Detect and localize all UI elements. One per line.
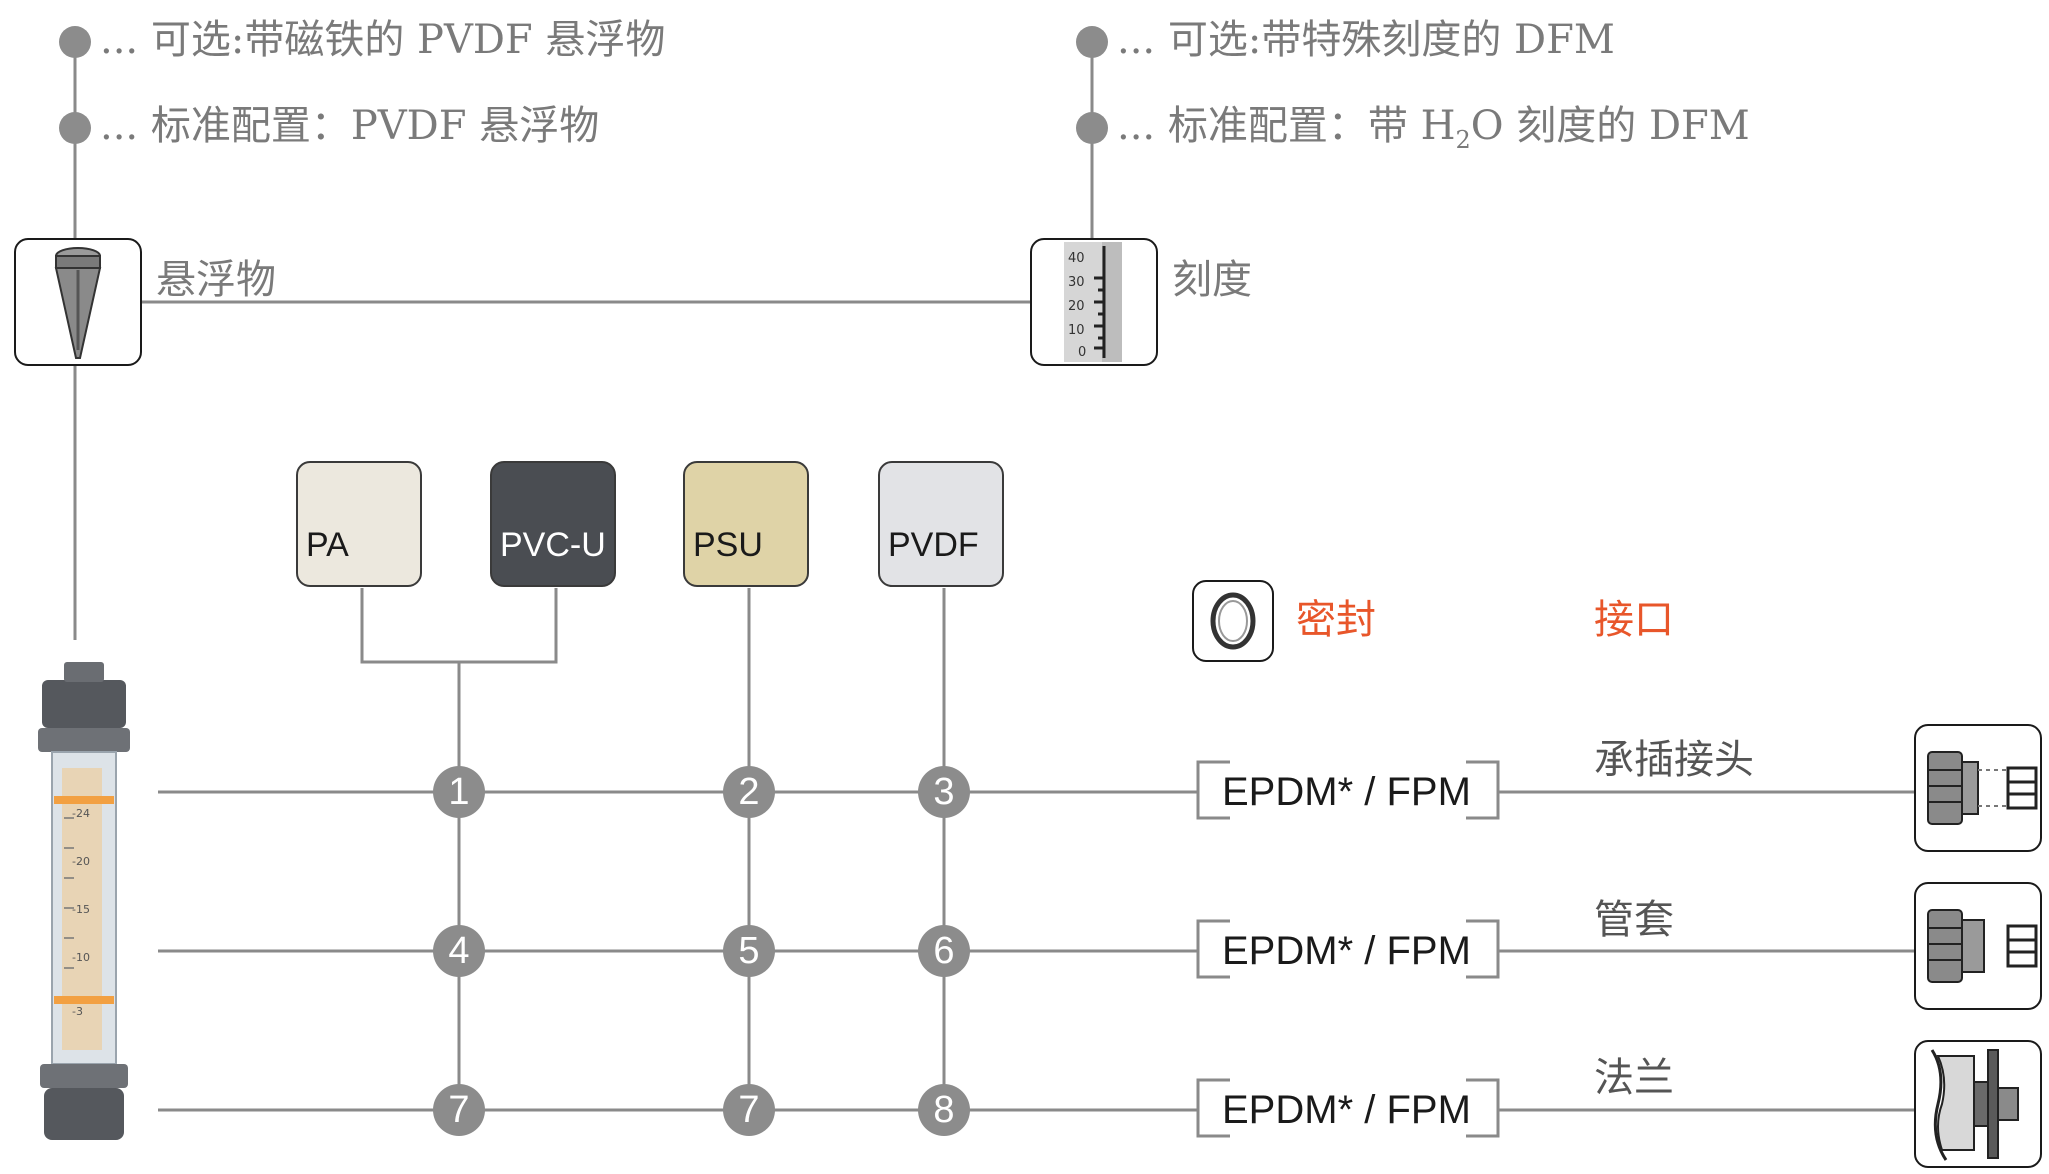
scale-tick: 30	[1068, 275, 1085, 290]
flowmeter-tick: -15	[72, 903, 90, 916]
scale-optional-text: ... 可选:带特殊刻度的 DFM	[1117, 17, 1615, 63]
variant-bubble: 5	[723, 925, 775, 977]
flowmeter-illustration	[38, 662, 130, 1140]
union-sleeve-icon	[1927, 909, 2038, 983]
option-dot	[1076, 26, 1108, 58]
solvent-socket-icon	[1927, 751, 2038, 825]
float-icon	[54, 247, 102, 359]
material-box-pvdf: PVDF	[878, 461, 1004, 587]
flowmeter-tick: -3	[72, 1005, 83, 1018]
variant-bubble: 7	[433, 1084, 485, 1136]
variant-bubble: 7	[723, 1084, 775, 1136]
option-dot	[59, 26, 91, 58]
float-standard-text: ... 标准配置：PVDF 悬浮物	[100, 103, 600, 149]
connection-label: 管套	[1594, 897, 1674, 943]
variant-bubble: 1	[433, 766, 485, 818]
option-dot	[1076, 112, 1108, 144]
material-box-psu: PSU	[683, 461, 809, 587]
connection-label: 承插接头	[1594, 737, 1754, 783]
scale-standard-text: ... 标准配置：带 H2O 刻度的 DFM	[1117, 103, 1750, 154]
scale-label: 刻度	[1172, 257, 1252, 303]
scale-tick: 0	[1078, 345, 1087, 360]
variant-bubble: 8	[918, 1084, 970, 1136]
solvent-socket-icon-box	[1914, 724, 2042, 852]
seal-icon-box	[1192, 580, 1274, 662]
flowmeter-tick: -10	[72, 951, 90, 964]
scale-tick: 10	[1068, 323, 1085, 338]
float-icon-box	[14, 238, 142, 366]
float-optional-text: ... 可选:带磁铁的 PVDF 悬浮物	[100, 17, 666, 63]
material-box-pvc-u: PVC-U	[490, 461, 616, 587]
material-label: PSU	[693, 526, 763, 564]
flowmeter-tick: -20	[72, 855, 90, 868]
seal-label: EPDM* / FPM	[1222, 1088, 1471, 1132]
variant-bubble: 6	[918, 925, 970, 977]
material-label: PA	[306, 526, 349, 564]
material-box-pa: PA	[296, 461, 422, 587]
seal-header: 密封	[1296, 597, 1376, 643]
union-sleeve-icon-box	[1914, 882, 2042, 1010]
flange-icon	[1930, 1049, 2019, 1161]
option-dot	[59, 112, 91, 144]
float-label: 悬浮物	[156, 257, 276, 303]
seal-label: EPDM* / FPM	[1222, 770, 1471, 814]
seal-label: EPDM* / FPM	[1222, 929, 1471, 973]
scale-icon-box: 40 30 20 10 0	[1030, 238, 1158, 366]
connection-header: 接口	[1594, 597, 1674, 643]
material-label: PVC-U	[500, 526, 606, 564]
variant-bubble: 4	[433, 925, 485, 977]
variant-bubble: 2	[723, 766, 775, 818]
scale-icon	[1064, 242, 1122, 362]
o-ring-icon	[1210, 592, 1256, 650]
scale-tick: 40	[1068, 251, 1085, 266]
material-label: PVDF	[888, 526, 979, 564]
variant-bubble: 3	[918, 766, 970, 818]
scale-tick: 20	[1068, 299, 1085, 314]
flowmeter-tick: -24	[72, 807, 90, 820]
flange-icon-box	[1914, 1040, 2042, 1168]
connection-label: 法兰	[1594, 1055, 1674, 1101]
